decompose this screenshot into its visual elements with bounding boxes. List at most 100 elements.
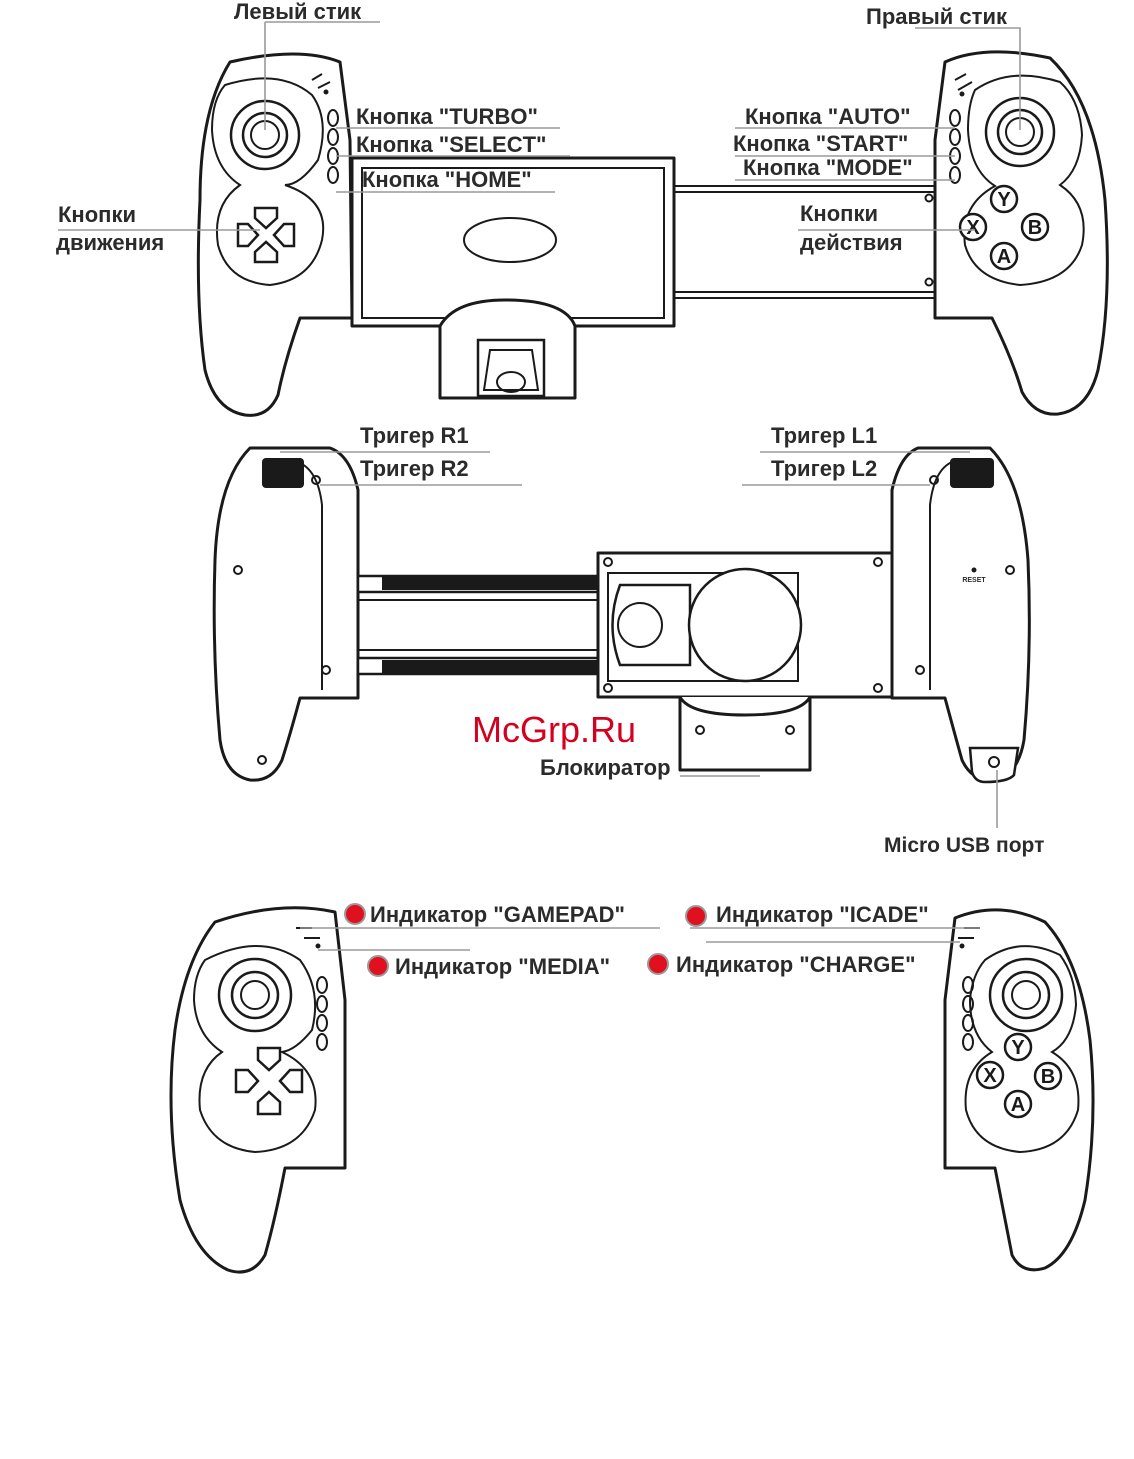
button-y <box>989 184 1019 214</box>
label-start: Кнопка "START" <box>733 131 908 156</box>
dpad-right <box>272 222 296 248</box>
screw <box>233 565 243 575</box>
front-leader-lines <box>58 21 1021 231</box>
lock-dial <box>687 567 803 683</box>
reset-label: RESET <box>962 577 986 584</box>
back-leader-lines <box>280 451 998 828</box>
left-stick-cap-3 <box>240 980 270 1010</box>
indicator-gamepad-dot <box>344 903 366 925</box>
indicator-leader-lines <box>300 927 980 951</box>
dpad-down <box>253 240 279 264</box>
right-face-plate-3 <box>964 945 1080 1154</box>
right-face-plate <box>963 74 1085 287</box>
screw <box>924 277 934 287</box>
label-mode: Кнопка "MODE" <box>743 155 913 180</box>
clamp-knob <box>496 371 526 393</box>
indicator-view: Y X B A <box>169 903 1095 1274</box>
button-b-3 <box>1033 1061 1063 1091</box>
left-face-plate-3 <box>192 945 317 1154</box>
label-movement-line1: Кнопки <box>58 202 136 227</box>
right-small-buttons-3 <box>962 976 974 1051</box>
screw <box>603 683 613 693</box>
right-indicator-marks <box>954 73 973 97</box>
label-indicator-gamepad: Индикатор "GAMEPAD" <box>370 902 625 927</box>
rail-lower-fill <box>382 660 598 674</box>
dpad-up-3 <box>256 1046 282 1072</box>
button-b <box>1020 212 1050 242</box>
right-back-grip <box>890 446 1031 782</box>
indicator-media-dot <box>367 955 389 977</box>
button-x-label: X <box>966 217 980 239</box>
label-home: Кнопка "HOME" <box>362 167 532 192</box>
left-stick-3 <box>230 970 280 1020</box>
label-action-line1: Кнопки <box>800 201 878 226</box>
usb-port-screw <box>988 756 1000 768</box>
dpad-right-3 <box>278 1068 304 1094</box>
micro-usb-port <box>968 746 1020 784</box>
lock-knob <box>617 602 663 648</box>
label-right-stick: Правый стик <box>866 4 1008 29</box>
label-indicator-icade: Индикатор "ICADE" <box>716 902 929 927</box>
label-action-line2: действия <box>800 230 903 255</box>
label-select: Кнопка "SELECT" <box>356 132 546 157</box>
label-left-stick: Левый стик <box>234 0 362 24</box>
label-movement-line2: движения <box>56 230 164 255</box>
left-back-grip <box>212 446 360 782</box>
button-x <box>958 212 988 242</box>
screw <box>873 557 883 567</box>
button-y-label: Y <box>997 189 1011 211</box>
dpad-down-3 <box>256 1090 282 1116</box>
screw <box>695 725 705 735</box>
front-view: Y X B A <box>58 21 1109 417</box>
reset-hole <box>971 567 977 573</box>
label-micro-usb: Micro USB порт <box>884 834 1044 857</box>
screw <box>785 725 795 735</box>
dpad-left-3 <box>234 1068 260 1094</box>
label-trigger-r2: Тригер R2 <box>360 456 469 481</box>
left-face-plate <box>210 77 325 287</box>
lock-cradle <box>611 583 692 667</box>
screw <box>257 755 267 765</box>
label-trigger-r1: Тригер R1 <box>360 423 469 448</box>
button-y-3 <box>1003 1032 1033 1062</box>
button-a <box>989 241 1019 271</box>
button-b-label: B <box>1028 217 1042 239</box>
button-y-label-3: Y <box>1011 1037 1025 1059</box>
right-trigger <box>950 458 994 488</box>
left-grip-3 <box>169 906 347 1274</box>
screw <box>603 557 613 567</box>
screw <box>929 475 939 485</box>
left-trigger <box>262 458 304 488</box>
label-indicator-media: Индикатор "MEDIA" <box>395 954 610 979</box>
phone-holder-frame <box>350 156 676 328</box>
left-small-buttons-3 <box>316 976 328 1051</box>
label-trigger-l2: Тригер L2 <box>771 456 877 481</box>
dpad-up <box>253 206 279 230</box>
button-x-label-3: X <box>983 1065 997 1087</box>
back-view: RESET <box>212 446 1031 828</box>
label-trigger-l1: Тригер L1 <box>771 423 877 448</box>
button-a-label-3: A <box>1011 1094 1025 1116</box>
screw <box>915 665 925 675</box>
right-stick-3 <box>1001 970 1051 1020</box>
label-indicator-charge: Индикатор "CHARGE" <box>676 952 916 977</box>
button-a-label: A <box>997 246 1011 268</box>
right-back-seam <box>929 461 953 690</box>
screw <box>873 683 883 693</box>
label-turbo: Кнопка "TURBO" <box>356 104 538 129</box>
right-stick-cap-3 <box>1011 980 1041 1010</box>
screw <box>924 193 934 203</box>
screw <box>311 475 321 485</box>
clamp-slot-inner <box>482 349 540 391</box>
watermark: McGrp.Ru <box>472 709 636 750</box>
screw <box>1005 565 1015 575</box>
label-auto: Кнопка "AUTO" <box>745 104 911 129</box>
lock-tab <box>678 696 812 772</box>
button-x-3 <box>975 1060 1005 1090</box>
right-grip <box>933 50 1109 416</box>
left-indicator-marks <box>311 73 331 95</box>
button-b-label-3: B <box>1041 1066 1055 1088</box>
indicator-icade-dot <box>685 905 707 927</box>
label-lock: Блокиратор <box>540 755 671 780</box>
